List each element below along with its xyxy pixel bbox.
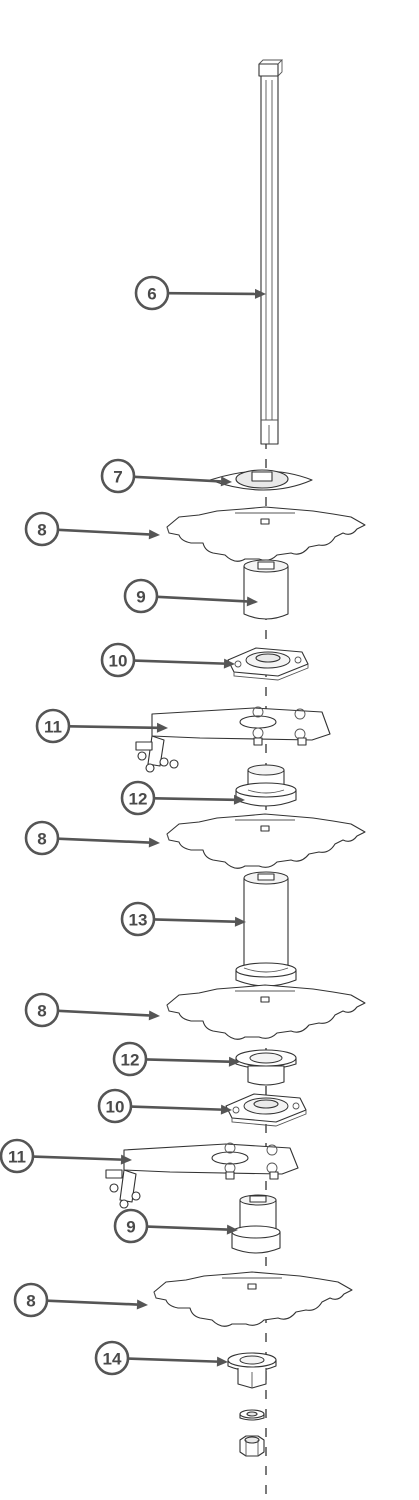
callout-circle bbox=[123, 578, 159, 614]
callout-9-b: 9 bbox=[113, 1208, 238, 1244]
shaft-part bbox=[258, 59, 284, 445]
arrowhead-icon bbox=[220, 1104, 232, 1115]
arrowhead-icon bbox=[226, 1224, 238, 1235]
callout-circle bbox=[113, 1208, 149, 1244]
small-washer-part bbox=[239, 1409, 265, 1421]
callout-number: 14 bbox=[103, 1350, 122, 1369]
callout-number: 9 bbox=[126, 1218, 135, 1237]
leader-line bbox=[133, 475, 222, 483]
flanged-hub-part bbox=[227, 1352, 277, 1389]
callout-circle bbox=[112, 1041, 148, 1077]
bushing-part bbox=[243, 559, 289, 620]
callout-8-c: 8 bbox=[24, 992, 160, 1028]
callout-7: 7 bbox=[100, 458, 232, 494]
bushing-part bbox=[231, 1194, 281, 1254]
arrowhead-icon bbox=[254, 288, 266, 299]
callout-8-a: 8 bbox=[24, 511, 160, 547]
arrowhead-icon bbox=[156, 722, 168, 733]
scalloped-disc-part bbox=[166, 506, 366, 562]
leader-line bbox=[145, 1058, 230, 1063]
leader-line bbox=[156, 595, 248, 603]
callout-circle bbox=[35, 708, 71, 744]
callout-number: 12 bbox=[129, 790, 148, 809]
callout-number: 11 bbox=[44, 718, 62, 737]
bearing-housing-part bbox=[225, 1093, 307, 1127]
callout-number: 8 bbox=[37, 830, 46, 849]
leader-line bbox=[68, 724, 158, 730]
callout-circle bbox=[120, 780, 156, 816]
callout-number: 10 bbox=[109, 652, 128, 671]
callout-6: 6 bbox=[134, 275, 266, 311]
leader-line bbox=[57, 1009, 150, 1017]
leader-line bbox=[153, 796, 235, 802]
leader-line bbox=[57, 837, 150, 844]
leader-line bbox=[167, 291, 256, 296]
arrowhead-icon bbox=[148, 529, 160, 540]
leader-line bbox=[127, 1357, 218, 1363]
arrowhead-icon bbox=[220, 476, 232, 487]
callout-number: 13 bbox=[129, 911, 148, 930]
leader-line bbox=[133, 659, 225, 665]
arrowhead-icon bbox=[120, 1154, 132, 1165]
callout-13: 13 bbox=[120, 901, 246, 937]
callout-11-a: 11 bbox=[35, 708, 168, 744]
spacer-collar-part bbox=[235, 764, 297, 807]
callout-circle bbox=[97, 1088, 133, 1124]
callout-number: 6 bbox=[147, 285, 156, 304]
callout-number: 11 bbox=[8, 1148, 26, 1167]
mounting-bracket-part bbox=[105, 1142, 299, 1209]
arrowhead-icon bbox=[234, 916, 246, 927]
callout-12-b: 12 bbox=[112, 1041, 240, 1077]
callout-number: 8 bbox=[37, 1002, 46, 1021]
arrowhead-icon bbox=[228, 1056, 240, 1067]
spacer-tube-part bbox=[235, 871, 297, 987]
callout-12-a: 12 bbox=[120, 780, 245, 816]
arrowhead-icon bbox=[136, 1299, 148, 1310]
callout-11-b: 11 bbox=[0, 1138, 132, 1174]
callout-number: 8 bbox=[37, 521, 46, 540]
callout-circle bbox=[120, 901, 156, 937]
arrowhead-icon bbox=[246, 596, 258, 607]
leader-line bbox=[32, 1155, 122, 1161]
callout-10-a: 10 bbox=[100, 642, 235, 678]
leader-line bbox=[153, 918, 236, 923]
callout-number: 10 bbox=[106, 1098, 125, 1117]
callout-number: 7 bbox=[113, 468, 122, 487]
arrowhead-icon bbox=[148, 1010, 160, 1021]
scalloped-disc-part bbox=[166, 984, 366, 1040]
leader-line bbox=[146, 1225, 228, 1231]
callout-circle bbox=[13, 1282, 49, 1318]
callout-8-d: 8 bbox=[13, 1282, 148, 1318]
hex-nut-part bbox=[239, 1435, 265, 1457]
callout-circle bbox=[0, 1138, 35, 1174]
arrowhead-icon bbox=[148, 837, 160, 848]
callout-circle bbox=[24, 511, 60, 547]
callout-number: 8 bbox=[26, 1292, 35, 1311]
leader-line bbox=[57, 528, 150, 536]
callout-14: 14 bbox=[94, 1340, 228, 1376]
callout-10-b: 10 bbox=[97, 1088, 232, 1124]
leader-line bbox=[130, 1105, 222, 1111]
arrowhead-icon bbox=[233, 794, 245, 805]
callout-8-b: 8 bbox=[24, 820, 160, 856]
callout-circle bbox=[24, 820, 60, 856]
leader-line bbox=[46, 1299, 138, 1306]
spacer-collar-part bbox=[235, 1049, 297, 1086]
callout-circle bbox=[94, 1340, 130, 1376]
callout-circle bbox=[24, 992, 60, 1028]
arrowhead-icon bbox=[223, 658, 235, 669]
bearing-housing-part bbox=[227, 647, 309, 681]
callout-circle bbox=[134, 275, 170, 311]
callout-9-a: 9 bbox=[123, 578, 258, 614]
callout-number: 9 bbox=[136, 588, 145, 607]
mounting-bracket-part bbox=[135, 706, 331, 773]
callout-circle bbox=[100, 642, 136, 678]
arrowhead-icon bbox=[216, 1356, 228, 1367]
dome-washer-part bbox=[209, 469, 313, 491]
scalloped-disc-part bbox=[153, 1271, 353, 1327]
callout-number: 12 bbox=[121, 1051, 140, 1070]
callout-circle bbox=[100, 458, 136, 494]
scalloped-disc-part bbox=[166, 813, 366, 869]
